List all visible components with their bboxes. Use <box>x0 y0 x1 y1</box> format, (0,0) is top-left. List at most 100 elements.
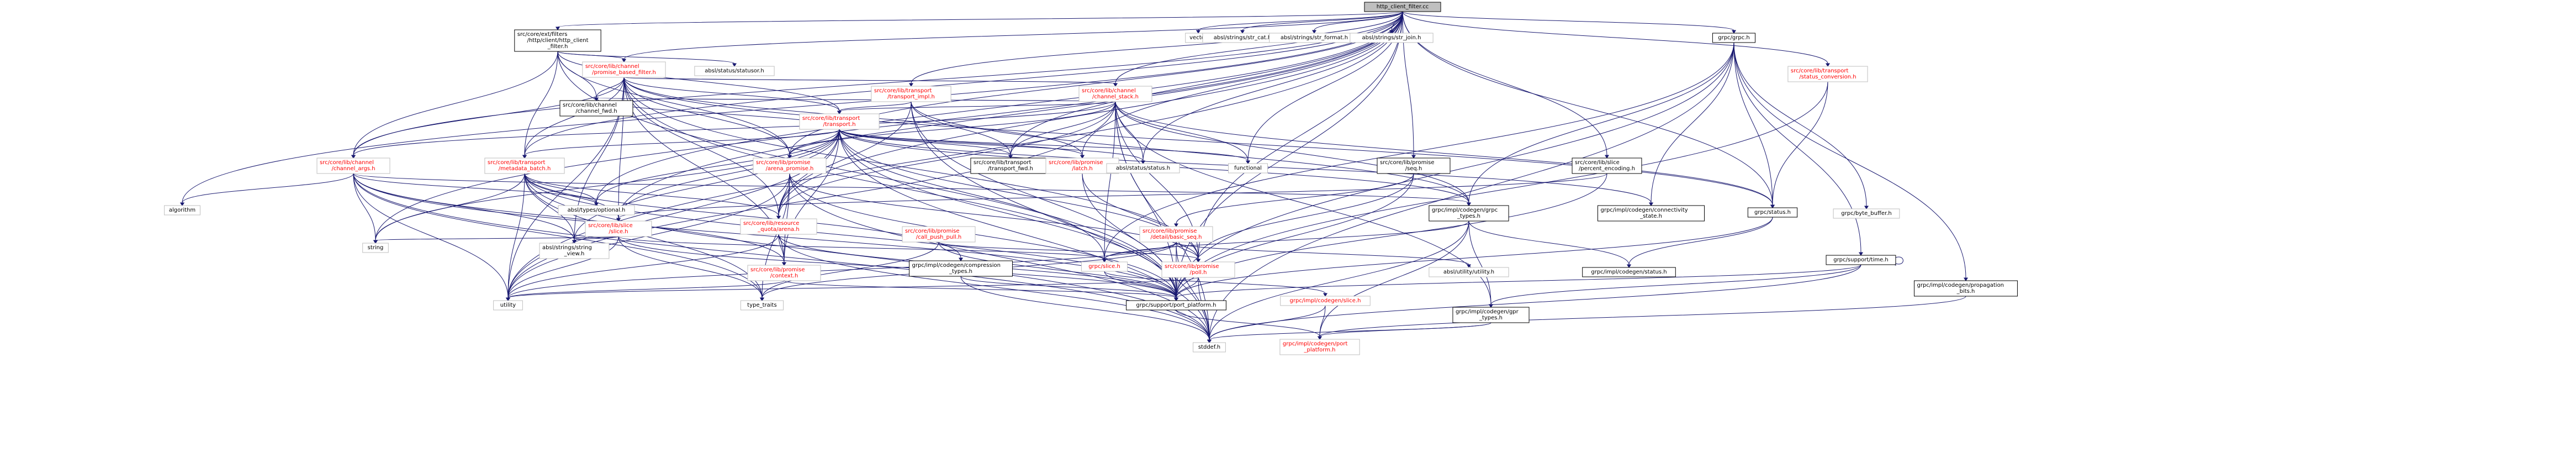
edge-transport-h-to-arena-promise <box>789 129 840 156</box>
node-grpc-h[interactable]: grpc/grpc.h <box>1712 33 1756 43</box>
node-grpc-slice-h[interactable]: grpc/slice.h <box>1081 261 1128 272</box>
edge-latch-to-poll <box>1082 173 1199 260</box>
node-box <box>582 61 666 78</box>
node-box <box>362 243 389 253</box>
edge-channel-stack-to-grpc-slice-h <box>1104 101 1116 260</box>
node-label: absl/strings/str_cat.h <box>1214 35 1271 41</box>
node-grpc-status-h[interactable]: grpc/status.h <box>1747 207 1798 218</box>
edge-grpc-h-to-byte-buffer <box>1733 42 1867 207</box>
node-promise-context[interactable]: src/core/lib/promise/context.h <box>747 265 821 281</box>
node-gpr-types[interactable]: grpc/impl/codegen/gpr_types.h <box>1452 307 1530 323</box>
edge-root-to-algorithm <box>182 11 1403 203</box>
edge-arrowhead <box>1770 204 1775 208</box>
edge-ext-http-client-to-metadata-batch <box>524 51 558 156</box>
edge-arrowhead <box>1604 155 1610 159</box>
edge-promise-based-filter-to-resource-quota-arena <box>623 77 779 217</box>
node-box <box>1081 261 1128 272</box>
node-codegen-status[interactable]: grpc/impl/codegen/status.h <box>1582 267 1676 277</box>
node-byte-buffer: grpc/byte_buffer.h <box>1833 208 1900 219</box>
node-transport-fwd[interactable]: src/core/lib/transport/transport_fwd.h <box>970 157 1051 174</box>
edge-root-to-vector <box>1198 11 1403 31</box>
edge-grpc-status-h-to-codegen-status <box>1628 217 1773 265</box>
edge-grpc-h-to-grpc-status-h <box>1733 42 1773 206</box>
node-functional: functional <box>1228 163 1268 174</box>
node-root[interactable]: http_client_filter.cc <box>1364 2 1441 12</box>
node-box <box>740 300 784 311</box>
edge-channel-stack-to-transport-fwd <box>1010 101 1116 156</box>
node-poll[interactable]: src/core/lib/promise/poll.h <box>1161 261 1235 278</box>
node-label: src/core/lib/promise <box>1165 264 1219 270</box>
node-label: vector <box>1189 35 1208 41</box>
node-label: type_traits <box>747 302 776 308</box>
node-port-platform[interactable]: grpc/support/port_platform.h <box>1126 300 1226 311</box>
node-transport-impl[interactable]: src/core/lib/transport/transport_impl.h <box>871 86 951 102</box>
node-label: src/core/lib/transport <box>874 88 932 94</box>
edge-call-push-pull-to-type-traits <box>761 241 939 298</box>
node-box <box>747 265 821 281</box>
node-compression-types[interactable]: grpc/impl/codegen/compression_types.h <box>909 260 1013 277</box>
node-seq[interactable]: src/core/lib/promise/seq.h <box>1377 157 1451 174</box>
node-slice-h[interactable]: src/core/lib/slice/slice.h <box>585 220 652 237</box>
node-promise-based-filter[interactable]: src/core/lib/channel/promise_based_filte… <box>582 61 666 78</box>
edge-arrowhead <box>837 111 842 114</box>
edge-slice-h-to-string <box>375 236 619 241</box>
node-label: _filter.h <box>547 44 568 50</box>
node-call-push-pull[interactable]: src/core/lib/promise/call_push_pull.h <box>902 226 976 243</box>
edge-arrowhead <box>958 257 964 261</box>
node-metadata-batch[interactable]: src/core/lib/transport/metadata_batch.h <box>484 157 565 174</box>
node-label: absl/strings/str_join.h <box>1362 35 1421 41</box>
edge-basic-seq-to-poll <box>1176 241 1199 260</box>
node-label: /context.h <box>770 273 798 279</box>
node-label: functional <box>1234 165 1262 171</box>
node-percent-encoding[interactable]: src/core/lib/slice/percent_encoding.h <box>1572 157 1642 174</box>
edge-arrowhead <box>594 202 599 206</box>
node-label: /transport.h <box>823 122 855 128</box>
edge-resource-quota-arena-to-utility <box>507 234 779 298</box>
node-str-join: absl/strings/str_join.h <box>1350 33 1434 43</box>
node-label: absl/strings/string <box>542 245 592 251</box>
node-channel-fwd[interactable]: src/core/lib/channel/channel_fwd.h <box>559 100 633 117</box>
node-str-format: absl/strings/str_format.h <box>1269 33 1360 43</box>
node-channel-stack[interactable]: src/core/lib/channel/channel_stack.h <box>1078 86 1152 102</box>
edge-root-to-poll <box>1198 11 1403 260</box>
edge-grpc-types-to-codegen-port-platform <box>1319 220 1469 337</box>
edge-arrowhead <box>1825 63 1831 67</box>
node-codegen-port-platform[interactable]: grpc/impl/codegen/port_platform.h <box>1279 339 1360 355</box>
node-box <box>1106 163 1180 174</box>
node-channel-args[interactable]: src/core/lib/channel/channel_args.h <box>316 157 390 174</box>
edge-arrowhead <box>555 27 560 30</box>
node-basic-seq[interactable]: src/core/lib/promise/detail/basic_seq.h <box>1139 226 1213 243</box>
node-optional: absl/types/optional.h <box>558 205 635 216</box>
node-box <box>1228 163 1268 174</box>
node-label: stddef.h <box>1198 344 1220 350</box>
node-label: src/core/lib/transport <box>974 160 1032 166</box>
edge-root-to-promise-based-filter <box>623 11 1403 60</box>
node-support-time[interactable]: grpc/support/time.h <box>1826 255 1896 265</box>
node-label: /arena_promise.h <box>766 166 814 172</box>
edge-transport-h-to-functional <box>839 129 1249 161</box>
node-propagation-bits[interactable]: grpc/impl/codegen/propagation_bits.h <box>1914 280 2018 297</box>
edge-arena-promise-to-promise-context <box>784 173 790 263</box>
node-connectivity-state[interactable]: grpc/impl/codegen/connectivity_state.h <box>1598 205 1705 222</box>
edge-root-to-optional <box>596 11 1403 203</box>
node-grpc-types[interactable]: grpc/impl/codegen/grpc_types.h <box>1429 205 1509 222</box>
node-codegen-slice[interactable]: grpc/impl/codegen/slice.h <box>1280 296 1371 306</box>
node-arena-promise[interactable]: src/core/lib/promise/arena_promise.h <box>753 157 827 174</box>
node-status-conversion[interactable]: src/core/lib/transport/status_conversion… <box>1787 66 1868 82</box>
node-label: grpc/support/port_platform.h <box>1136 302 1216 308</box>
edge-support-time-to-port-platform <box>1176 264 1861 298</box>
node-string-view: absl/strings/string_view.h <box>539 243 610 259</box>
node-label: grpc/impl/codegen/slice.h <box>1290 298 1361 304</box>
edge-arrowhead <box>759 297 765 301</box>
edge-arrowhead <box>1113 83 1118 87</box>
node-label: src/core/lib/promise <box>905 228 960 234</box>
edge-arrowhead <box>1102 259 1107 262</box>
node-ext-http-client[interactable]: src/core/ext/filters/http/client/http_cl… <box>514 29 601 52</box>
edge-grpc-h-to-stddef <box>1209 42 1734 340</box>
edge-arena-promise-to-poll <box>789 173 1199 260</box>
node-label: src/core/lib/promise <box>756 160 811 166</box>
edge-transport-impl-to-stddef <box>911 101 1210 340</box>
node-transport-h[interactable]: src/core/lib/transport/transport.h <box>799 113 880 130</box>
node-resource-quota-arena[interactable]: src/core/lib/resource_quota/arena.h <box>740 218 817 235</box>
